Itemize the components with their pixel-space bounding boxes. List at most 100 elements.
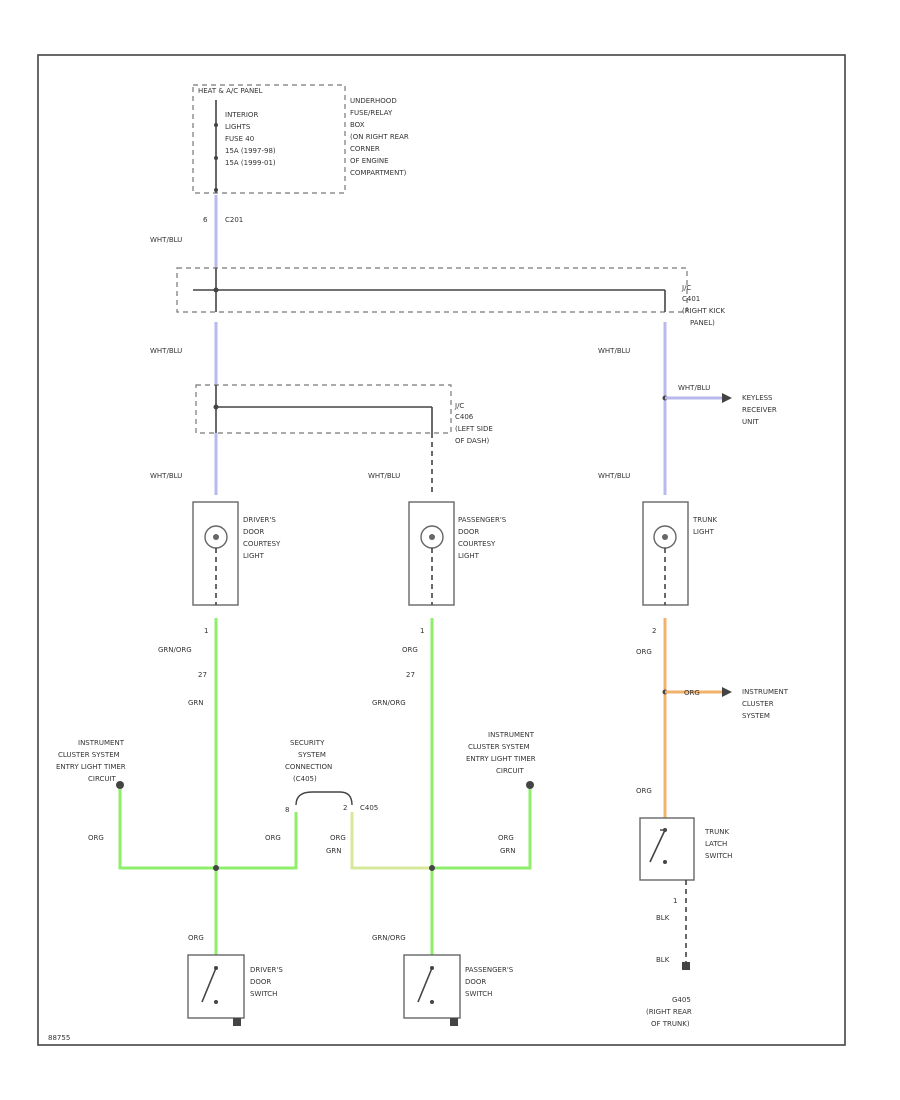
inst-cluster-label-3: SYSTEM: [742, 712, 770, 720]
trunk-ground-pin-1: 1: [673, 897, 677, 905]
fuse-interior-label: INTERIOR: [225, 111, 258, 119]
jc-c401-label-1: J/C: [681, 284, 691, 292]
underhood-label-1: UNDERHOOD: [350, 97, 397, 105]
g405-label-3: OF TRUNK): [651, 1020, 690, 1028]
entry-left-label-2: CLUSTER SYSTEM: [58, 751, 120, 759]
keyless-label-3: UNIT: [742, 418, 759, 426]
underhood-label-4: (ON RIGHT REAR: [350, 133, 409, 141]
wire-color-label-trunk-light: WHT/BLU: [598, 472, 630, 480]
passenger-switch-wire-grn-org: GRN/ORG: [372, 934, 406, 942]
security-c405: C405: [360, 804, 378, 812]
entry-right-wire-grn: GRN: [500, 847, 516, 855]
driver-switch-label-2: DOOR: [250, 978, 271, 986]
driver-wire-grn-org: GRN/ORG: [158, 646, 192, 654]
passenger-switch-ground-icon: [450, 1018, 458, 1026]
security-label-1: SECURITY: [290, 739, 325, 747]
diagram-frame: [37, 54, 846, 1046]
driver-wire-grn: GRN: [188, 699, 204, 707]
entry-right-wire-org: ORG: [498, 834, 514, 842]
passenger-pin-27: 27: [406, 671, 415, 679]
wire-color-label-driver-blue: WHT/BLU: [150, 347, 182, 355]
security-label-3: CONNECTION: [285, 763, 332, 771]
passenger-courtesy-light: PASSENGER'S DOOR COURTESY LIGHT: [408, 501, 507, 606]
passenger-light-label-2: DOOR: [458, 528, 479, 536]
trunk-light-label-1: TRUNK: [692, 516, 717, 524]
driver-pin-27: 27: [198, 671, 207, 679]
wire-color-label-passenger-light: WHT/BLU: [368, 472, 400, 480]
entry-right-label-4: CIRCUIT: [496, 767, 525, 775]
trunk-pin-2: 2: [652, 627, 656, 635]
driver-pin-1: 1: [204, 627, 208, 635]
jc-c401-label-2: C401: [682, 295, 700, 303]
security-left-wire-org: ORG: [265, 834, 281, 842]
entry-right-label-3: ENTRY LIGHT TIMER: [466, 755, 536, 763]
entry-left-label-1: INSTRUMENT: [78, 739, 125, 747]
passenger-wire-org: ORG: [402, 646, 418, 654]
fuse-box-title: HEAT & A/C PANEL: [198, 87, 263, 95]
wire-entry-right: [432, 789, 532, 870]
passenger-wire-grn-org: GRN/ORG: [372, 699, 406, 707]
entry-left-label-3: ENTRY LIGHT TIMER: [56, 763, 126, 771]
trunk-ground-blk-1: BLK: [656, 914, 670, 922]
trunk-latch-switch: TRUNK LATCH SWITCH: [639, 817, 732, 881]
passenger-light-label-3: COURTESY: [458, 540, 496, 548]
underhood-label-5: CORNER: [350, 145, 380, 153]
underhood-label-7: COMPARTMENT): [350, 169, 407, 177]
driver-courtesy-light: DRIVER'S DOOR COURTESY LIGHT: [192, 501, 281, 606]
diagram-code: 88755: [48, 1034, 70, 1042]
jc-c401-label-3: (RIGHT KICK: [682, 307, 725, 315]
wire-entry-left: [118, 789, 216, 870]
trunk-light: TRUNK LIGHT: [642, 501, 717, 606]
keyless-label-2: RECEIVER: [742, 406, 777, 414]
inst-cluster-label-1: INSTRUMENT: [742, 688, 789, 696]
trunk-wire-org-1: ORG: [636, 648, 652, 656]
security-label-4: (C405): [293, 775, 317, 783]
driver-light-label-4: LIGHT: [243, 552, 265, 560]
passenger-door-switch: PASSENGER'S DOOR SWITCH: [403, 954, 514, 1019]
jc-c406-outline: [195, 384, 452, 434]
fuse-rating-2: 15A (1999-01): [225, 159, 276, 167]
trunk-latch-label-3: SWITCH: [705, 852, 732, 860]
driver-switch-ground-icon: [233, 1018, 241, 1026]
driver-light-label-3: COURTESY: [243, 540, 281, 548]
pin-6-label: 6: [203, 216, 208, 224]
g405-label-1: G405: [672, 996, 691, 1004]
jc-c406-label-2: C406: [455, 413, 474, 421]
wire-color-label-driver-light: WHT/BLU: [150, 472, 182, 480]
security-label-2: SYSTEM: [298, 751, 326, 759]
security-pin-2: 2: [343, 804, 347, 812]
passenger-light-label-1: PASSENGER'S: [458, 516, 507, 524]
keyless-wire-label: WHT/BLU: [678, 384, 710, 392]
underhood-label-3: BOX: [350, 121, 365, 129]
ground-g405-icon: [682, 962, 690, 970]
keyless-label-1: KEYLESS: [742, 394, 773, 402]
c201-label: C201: [225, 216, 243, 224]
trunk-ground-blk-2: BLK: [656, 956, 670, 964]
jc-c406-label-1: J/C: [454, 402, 464, 410]
driver-door-switch: DRIVER'S DOOR SWITCH: [187, 954, 283, 1019]
passenger-light-label-4: LIGHT: [458, 552, 480, 560]
trunk-latch-label-1: TRUNK: [704, 828, 729, 836]
entry-left-label-4: CIRCUIT: [88, 775, 117, 783]
passenger-switch-label-2: DOOR: [465, 978, 486, 986]
security-pin-8: 8: [285, 806, 289, 814]
passenger-switch-label-3: SWITCH: [465, 990, 492, 998]
fuse-lights-label: LIGHTS: [225, 123, 251, 131]
jc-c401-outline: [176, 267, 688, 313]
trunk-latch-label-2: LATCH: [705, 840, 727, 848]
jc-c406-label-4: OF DASH): [455, 437, 490, 445]
wire-security-left: [216, 812, 298, 870]
g405-label-2: (RIGHT REAR: [646, 1008, 692, 1016]
security-right-wire-org: ORG: [330, 834, 346, 842]
underhood-label-6: OF ENGINE: [350, 157, 389, 165]
fuse-number-label: FUSE 40: [225, 135, 254, 143]
driver-switch-label-3: SWITCH: [250, 990, 277, 998]
wire-color-label-trunk-blue: WHT/BLU: [598, 347, 630, 355]
passenger-switch-label-1: PASSENGER'S: [465, 966, 514, 974]
passenger-pin-1: 1: [420, 627, 424, 635]
jc-c406-label-3: (LEFT SIDE: [455, 425, 493, 433]
fuse-rating-1: 15A (1997-98): [225, 147, 276, 155]
wire-security-right: [350, 812, 432, 870]
underhood-label-2: FUSE/RELAY: [350, 109, 393, 117]
